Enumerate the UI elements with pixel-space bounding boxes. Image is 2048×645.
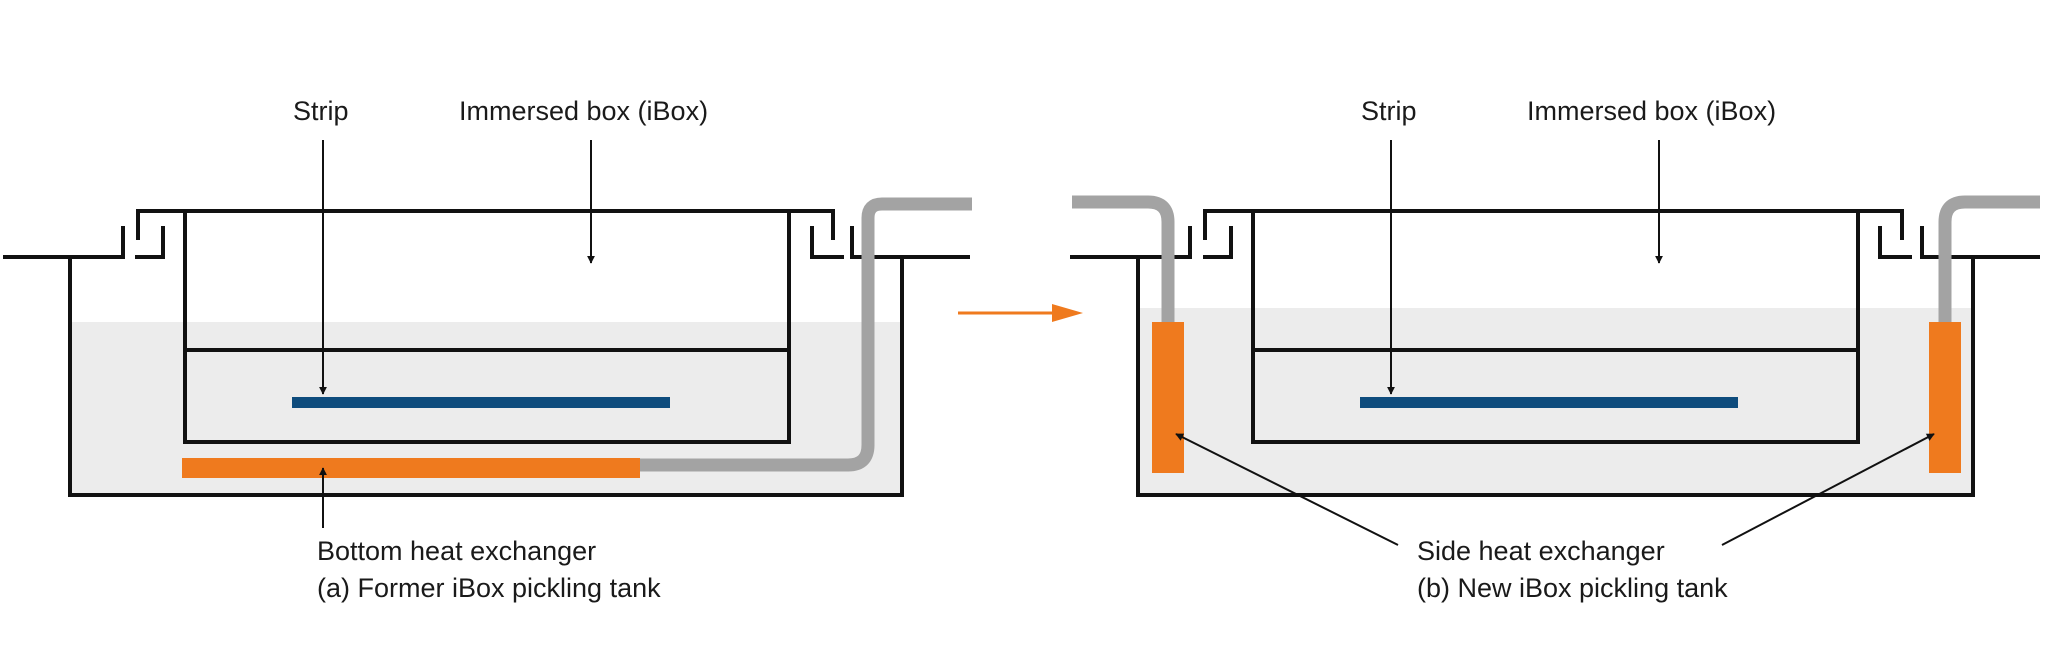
right-strip-label: Strip [1361,96,1417,126]
left-strip-label: Strip [293,96,349,126]
left-rim-hook-left [70,226,165,259]
right-exchanger-label: Side heat exchanger [1417,536,1665,566]
right-pipe-left [1072,195,1175,322]
right-rim-hook-left [1138,226,1233,259]
left-exchanger-label: Bottom heat exchanger [317,536,596,566]
left-ibox-lid [136,209,835,240]
right-caption: (b) New iBox pickling tank [1417,573,1728,603]
left-panel: Strip Immersed box (iBox) Bottom heat ex… [3,96,972,603]
right-rim-hook-right [1878,226,1973,259]
left-bottom-heat-exchanger [182,458,640,478]
right-tank-outline [1070,255,2040,497]
right-pipe-right [1938,195,2040,322]
transition-arrow [958,304,1083,322]
left-tank-outline [3,255,970,497]
right-ibox-label: Immersed box (iBox) [1527,96,1776,126]
right-ibox-body [1251,209,1860,444]
right-strip [1360,397,1738,408]
left-ibox-body [183,209,791,444]
right-ibox-lid [1203,209,1904,240]
left-ibox-label: Immersed box (iBox) [459,96,708,126]
left-pipe [640,197,972,472]
right-panel: Strip Immersed box (iBox) Side heat exch… [1070,96,2040,603]
left-caption: (a) Former iBox pickling tank [317,573,661,603]
right-exchanger-arrow-right [1721,433,1935,546]
right-side-heat-exchanger-right [1929,322,1961,473]
left-strip [292,397,670,408]
left-rim-hook-right [810,226,902,259]
right-exchanger-arrow-left [1175,433,1399,546]
right-side-heat-exchanger-left [1152,322,1184,473]
